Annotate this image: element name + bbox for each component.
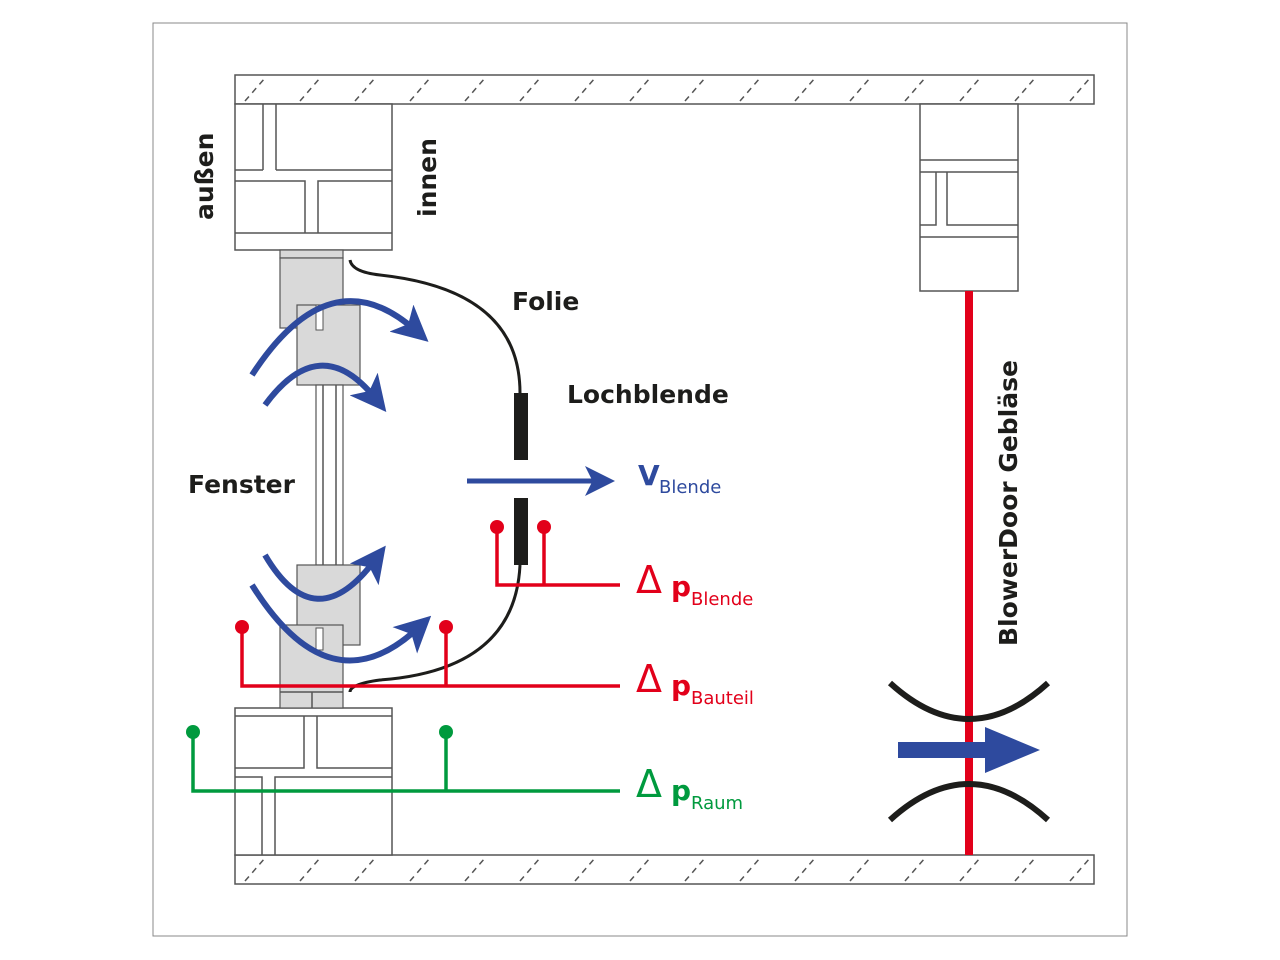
hatch-mark (244, 77, 266, 102)
svg-text:Δ: Δ (636, 558, 662, 602)
label-inside: innen (413, 138, 442, 217)
blower-flow-arrow-icon (898, 727, 1040, 773)
pressure-tap-icon (439, 725, 453, 739)
svg-text:p: p (671, 570, 691, 603)
airflow-arrow-icon (262, 362, 387, 412)
svg-text:Blende: Blende (691, 589, 753, 610)
hatch-mark (244, 857, 266, 882)
pressure-line-orifice (495, 527, 620, 587)
hatch-mark (849, 77, 871, 102)
airflow-arrow-icon (262, 545, 386, 602)
hatch-mark (574, 77, 596, 102)
pressure-tap-icon (186, 725, 200, 739)
pressure-line-room (191, 732, 620, 793)
pressure-tap-icon (235, 620, 249, 634)
hatch-mark (684, 857, 706, 882)
svg-text:Δ: Δ (636, 657, 662, 701)
hatch-mark (574, 857, 596, 882)
airflow-arrow-icon (249, 583, 432, 664)
hatch-mark (629, 77, 651, 102)
hatch-mark (794, 77, 816, 102)
blower-nozzle-top (887, 680, 1051, 722)
label-outside: außen (190, 133, 219, 220)
hatch-mark (959, 77, 981, 102)
hatch-mark (464, 857, 486, 882)
blower-door-frame (919, 103, 1019, 292)
label-orifice: Lochblende (567, 380, 729, 409)
label-blower: BlowerDoor Gebläse (994, 360, 1023, 646)
label-dp-orifice: Δ p Blende (636, 558, 753, 610)
hatch-mark (1069, 857, 1091, 882)
hatch-mark (849, 857, 871, 882)
hatch-mark (409, 77, 431, 102)
svg-text:Raum: Raum (691, 793, 743, 814)
lower-wall-block (234, 707, 393, 856)
upper-wall-block (234, 103, 393, 251)
hatch-mark (464, 77, 486, 102)
floor-slab (234, 854, 1095, 885)
pressure-line-component (240, 627, 620, 688)
airflow-arrow-icon (249, 298, 429, 377)
label-foil: Folie (512, 287, 579, 316)
foil-line (348, 259, 522, 394)
label-window: Fenster (188, 470, 296, 499)
label-dp-room: Δ p Raum (636, 762, 743, 814)
label-dp-component: Δ p Bauteil (636, 657, 754, 709)
hatch-mark (1069, 77, 1091, 102)
label-flow-orifice: V Blende (638, 459, 721, 498)
hatch-mark (904, 857, 926, 882)
svg-text:Bauteil: Bauteil (691, 688, 754, 709)
hatch-mark (739, 857, 761, 882)
hatch-mark (684, 77, 706, 102)
svg-text:Blende: Blende (659, 477, 721, 498)
hatch-mark (904, 77, 926, 102)
window-profile (279, 249, 361, 709)
hatch-mark (519, 857, 541, 882)
hatch-mark (794, 857, 816, 882)
hatch-mark (409, 857, 431, 882)
pressure-tap-icon (439, 620, 453, 634)
svg-text:Δ: Δ (636, 762, 662, 806)
hatch-mark (1014, 77, 1036, 102)
ceiling-slab (234, 74, 1095, 105)
blower-nozzle-bottom (887, 781, 1051, 823)
hatch-mark (354, 77, 376, 102)
hatch-mark (739, 77, 761, 102)
hatch-mark (629, 857, 651, 882)
pressure-tap-icon (537, 520, 551, 534)
orifice-plate-top (514, 393, 528, 460)
hatch-mark (354, 857, 376, 882)
svg-text:p: p (671, 669, 691, 702)
svg-text:p: p (671, 774, 691, 807)
hatch-mark (519, 77, 541, 102)
hatch-mark (959, 857, 981, 882)
pressure-tap-icon (490, 520, 504, 534)
hatch-mark (299, 857, 321, 882)
svg-text:V: V (638, 459, 660, 492)
orifice-plate-bottom (514, 498, 528, 565)
hatch-mark (299, 77, 321, 102)
hatch-mark (1014, 857, 1036, 882)
